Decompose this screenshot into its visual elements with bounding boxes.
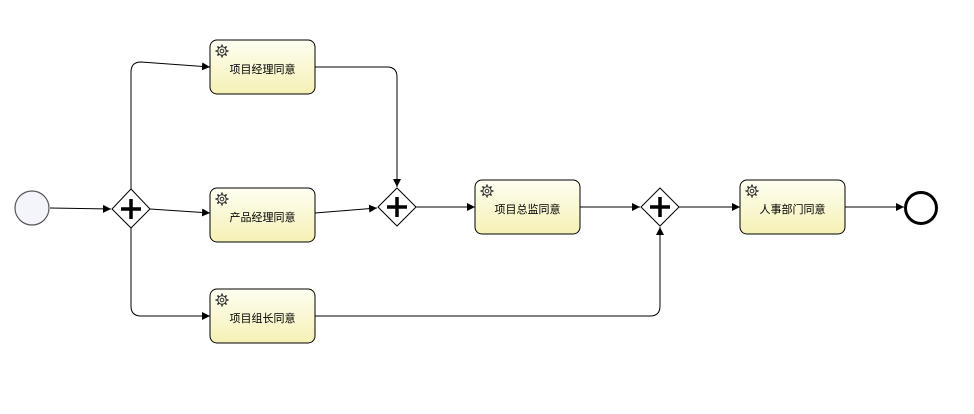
flow-pm-to-join1 [315, 66, 401, 187]
flow-lead-to-join2 [315, 227, 664, 317]
task-product-approve[interactable]: 产品经理同意 [209, 187, 316, 243]
sequence-flows [49, 61, 904, 320]
task-label: 项目组长同意 [230, 311, 296, 325]
plus-icon [121, 199, 141, 219]
flow-product-to-join1 [314, 204, 378, 214]
end-event[interactable] [904, 191, 938, 225]
flow-split-to-product [149, 208, 211, 217]
task-hr-approve[interactable]: 人事部门同意 [739, 179, 846, 235]
start-event[interactable] [14, 190, 50, 226]
plus-icon [650, 197, 670, 217]
task-director-approve[interactable]: 项目总监同意 [474, 179, 581, 235]
task-lead-approve[interactable]: 项目组长同意 [209, 288, 316, 344]
flow-start-to-split [49, 204, 112, 213]
task-label: 产品经理同意 [230, 210, 296, 224]
task-pm-approve[interactable]: 项目经理同意 [209, 39, 316, 95]
parallel-split-gateway[interactable] [111, 188, 151, 229]
plus-icon [387, 197, 407, 217]
task-label: 项目总监同意 [495, 202, 561, 216]
parallel-join-gateway-1[interactable] [377, 187, 417, 227]
flow-split-to-pm [130, 61, 211, 190]
parallel-join-gateway-2[interactable] [640, 187, 680, 227]
flow-split-to-lead [130, 228, 210, 320]
task-label: 项目经理同意 [230, 62, 296, 76]
task-label: 人事部门同意 [760, 202, 826, 216]
